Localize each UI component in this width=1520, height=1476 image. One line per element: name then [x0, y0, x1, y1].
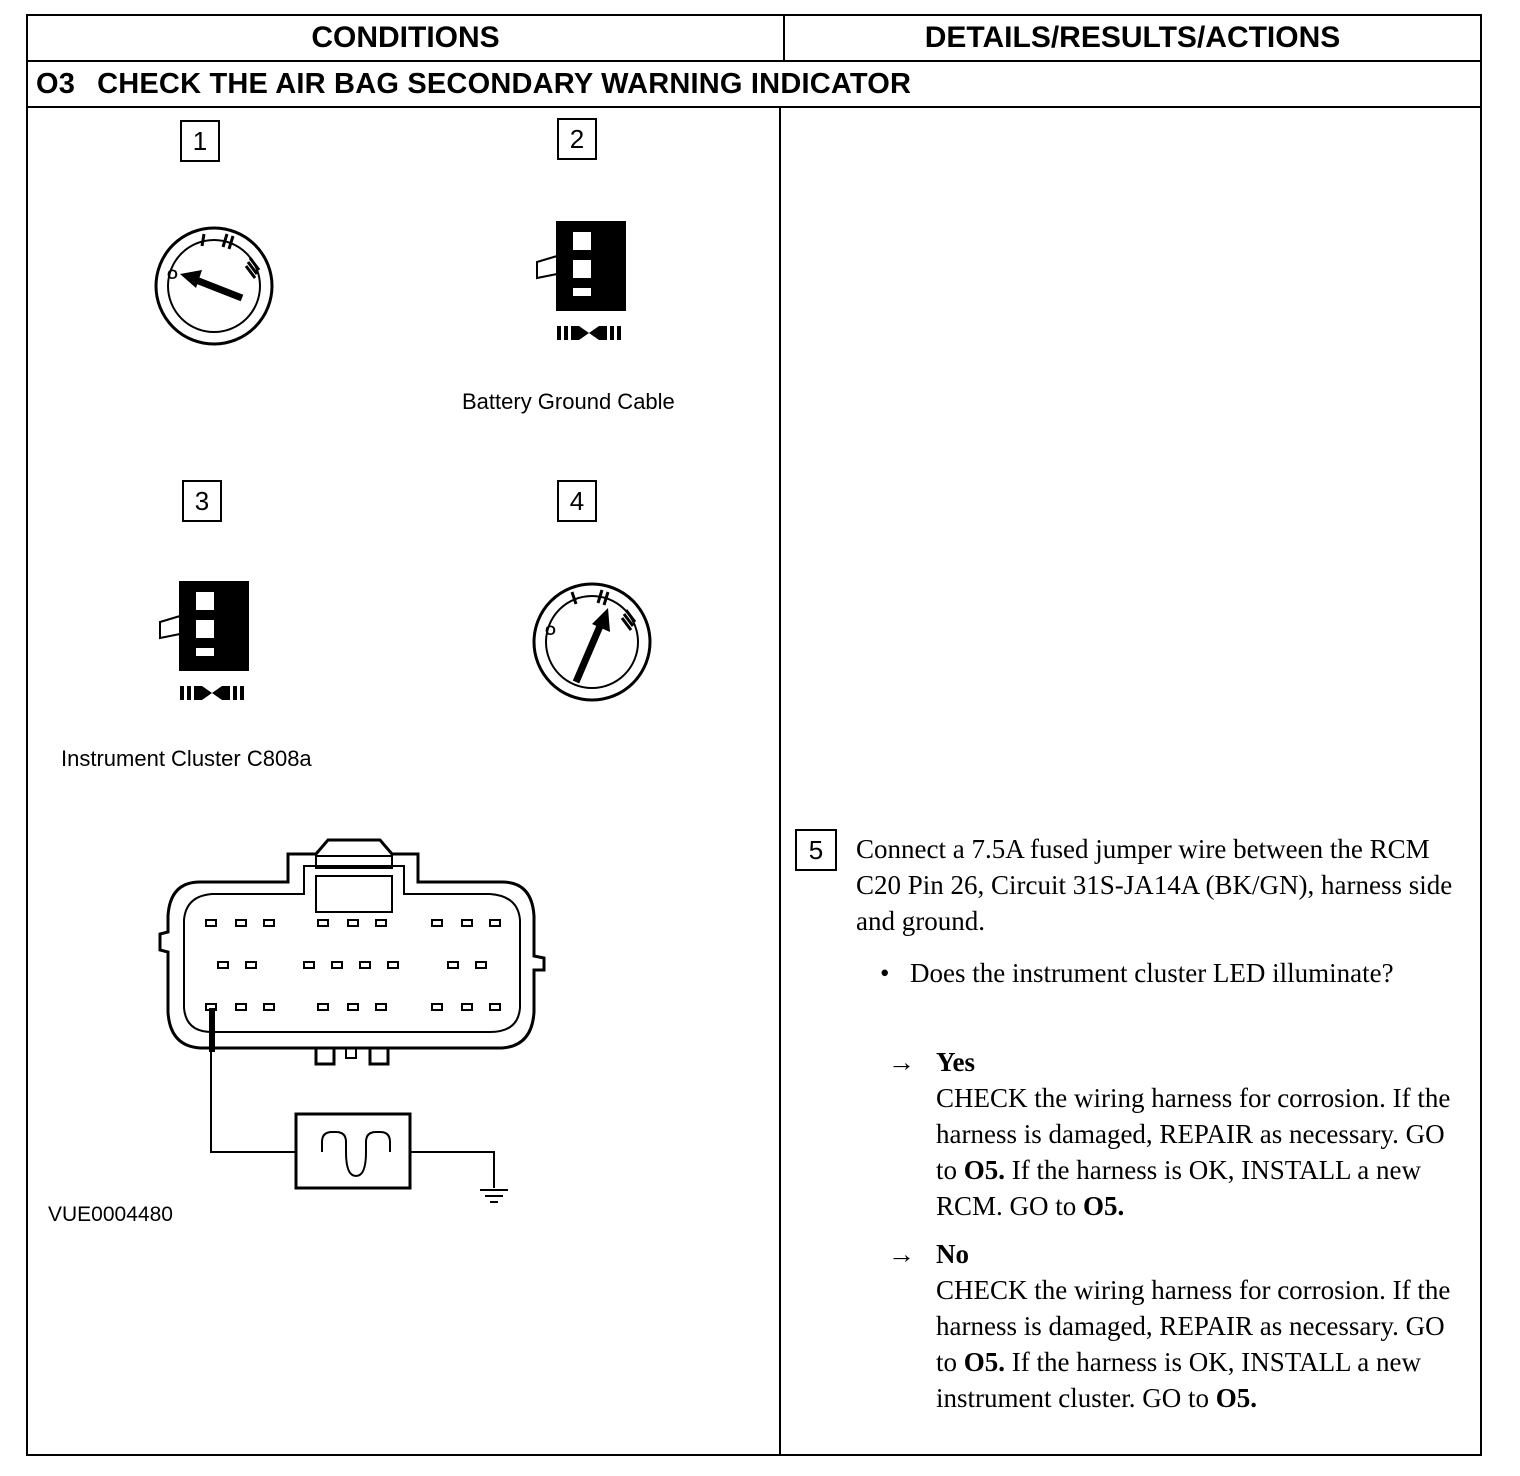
goto-o5-link: O5. — [1083, 1191, 1125, 1221]
bullet-icon: • — [880, 958, 890, 988]
svg-text:O: O — [167, 266, 178, 282]
answer-no: → No CHECK the wiring harness for corros… — [888, 1236, 1468, 1416]
goto-o5-link: O5. — [963, 1155, 1006, 1185]
answer-no-label: No — [936, 1239, 969, 1269]
step-number: O3 — [36, 67, 76, 100]
answer-yes-label: Yes — [936, 1047, 975, 1077]
header-divider — [28, 60, 1480, 62]
arrow-right-icon: → — [888, 1239, 915, 1269]
ignition-on-icon: O — [532, 582, 652, 702]
ignition-off-icon: O — [154, 226, 274, 346]
ground-icon — [480, 1189, 508, 1203]
condition-box-4: 4 — [557, 480, 597, 522]
disconnect-connector-icon — [159, 581, 249, 700]
answer-no-text: CHECK the wiring harness for corrosion. … — [936, 1275, 1451, 1413]
connector-c808a-diagram — [158, 838, 546, 1203]
details-header: DETAILS/RESULTS/ACTIONS — [924, 21, 1341, 54]
caption-battery-ground-cable: Battery Ground Cable — [462, 389, 675, 414]
question-item: • Does the instrument cluster LED illumi… — [880, 954, 1460, 992]
condition-box-3: 3 — [182, 480, 222, 522]
answer-yes-text: CHECK the wiring harness for corrosion. … — [936, 1083, 1451, 1221]
action-step-text: Connect a 7.5A fused jumper wire between… — [856, 834, 1453, 936]
answer-yes: → Yes CHECK the wiring harness for corro… — [888, 1044, 1468, 1224]
fuse-icon — [294, 1112, 412, 1190]
goto-o5-link: O5. — [1215, 1383, 1257, 1413]
conditions-header: CONDITIONS — [311, 21, 500, 54]
figure-id: VUE0004480 — [48, 1203, 173, 1226]
arrow-right-icon: → — [888, 1047, 915, 1077]
action-step-box-5: 5 — [795, 829, 837, 871]
column-divider-main — [779, 108, 781, 1454]
diagnostic-table: CONDITIONS DETAILS/RESULTS/ACTIONS O3 CH… — [26, 14, 1482, 1456]
goto-o5-link: O5. — [963, 1347, 1006, 1377]
question-text: Does the instrument cluster LED illumina… — [910, 958, 1394, 988]
column-divider — [783, 16, 785, 60]
caption-instrument-cluster: Instrument Cluster C808a — [61, 746, 312, 771]
condition-box-2: 2 — [557, 118, 597, 160]
condition-box-1: 1 — [180, 120, 220, 162]
disconnect-connector-icon — [536, 221, 626, 340]
title-divider — [28, 106, 1480, 108]
step-title-text: CHECK THE AIR BAG SECONDARY WARNING INDI… — [97, 67, 912, 100]
step-title: O3 CHECK THE AIR BAG SECONDARY WARNING I… — [36, 62, 911, 106]
svg-text:O: O — [545, 622, 556, 638]
